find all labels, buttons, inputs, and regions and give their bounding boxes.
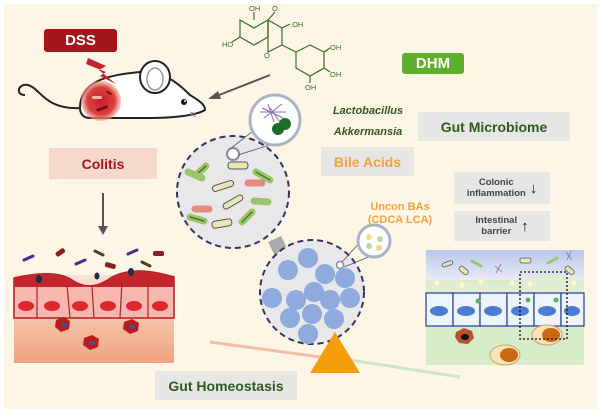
uncon-bas-line1: Uncon BAs [370, 201, 430, 213]
svg-text:OH: OH [330, 70, 341, 79]
healthy-epithelium-icon [425, 250, 585, 366]
colitis-box: Colitis [49, 148, 157, 179]
lightning-icon [86, 58, 116, 84]
svg-text:OH: OH [330, 43, 341, 52]
svg-text:.OH: .OH [290, 20, 303, 29]
dhm-label: DHM [415, 55, 451, 72]
balance-scale-icon [209, 332, 461, 379]
uncon-bas-label: Uncon BAs (CDCA LCA) [355, 197, 445, 231]
gut-homeostasis-label: Gut Homeostasis [168, 377, 284, 394]
inflamed-colon-icon [81, 81, 121, 121]
akkermansia-label: Akkermansia [333, 126, 403, 138]
bile-acid-cluster-icon [259, 223, 392, 345]
dss-label: DSS [65, 32, 96, 49]
barrier-line1: Intestinal [475, 215, 518, 226]
svg-text:OH: OH [305, 83, 316, 92]
colitis-label: Colitis [81, 155, 125, 172]
arrow-down-icon: ↓ [529, 179, 538, 197]
gut-homeostasis-box: Gut Homeostasis [155, 371, 297, 400]
arrow-up-icon: ↑ [521, 217, 529, 235]
gut-microbiome-box: Gut Microbiome [418, 112, 570, 141]
uncon-bas-line2: (CDCA LCA) [367, 214, 433, 226]
colonic-line1: Colonic [478, 177, 514, 188]
dss-badge: DSS [44, 29, 117, 52]
gut-microbiome-label: Gut Microbiome [440, 118, 548, 135]
dhm-badge: DHM [402, 53, 464, 74]
bile-acids-label: Bile Acids [333, 153, 402, 170]
colonic-line2: inflammation [466, 188, 526, 199]
dhm-molecule-icon: OH O .OH HO O OH OH OH [222, 4, 341, 92]
bile-acids-box: Bile Acids [321, 147, 414, 176]
barrier-line2: barrier [481, 226, 512, 237]
intestinal-barrier-box: Intestinal barrier ↑ [454, 211, 550, 241]
mol-oh-1: OH [249, 4, 260, 13]
inflamed-epithelium-icon [13, 248, 175, 363]
svg-text:O: O [264, 51, 270, 60]
svg-text:HO: HO [222, 40, 233, 49]
lactobacillus-label: Lactobacillus [332, 105, 404, 117]
svg-text:O: O [272, 4, 278, 13]
dhm-to-mouse-arrow [208, 74, 271, 99]
colonic-inflammation-box: Colonic inflammation ↓ [454, 172, 550, 204]
microbiome-cluster-icon [176, 93, 302, 249]
down-arrow-colitis [98, 193, 108, 235]
